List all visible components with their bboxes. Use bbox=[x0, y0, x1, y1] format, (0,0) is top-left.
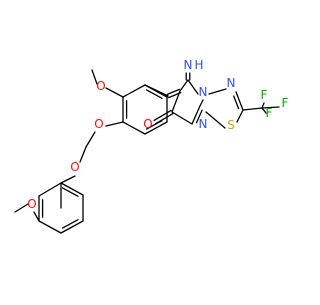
ring-nitrogen-1-label: N bbox=[199, 85, 208, 99]
bond-line bbox=[105, 121, 124, 127]
bond-line bbox=[14, 203, 29, 213]
double-bond-line bbox=[195, 109, 203, 124]
ether-oxygen-2-label: O bbox=[70, 160, 79, 174]
bond-line bbox=[60, 175, 76, 184]
double-bond-line bbox=[235, 91, 244, 111]
ring-nitrogen-2-label: N bbox=[227, 76, 236, 90]
double-bond-line bbox=[155, 112, 174, 125]
structure-diagram: N H N N N S O O O O O F F F bbox=[14, 58, 289, 234]
bond-line bbox=[171, 90, 181, 113]
double-bond-line bbox=[145, 89, 163, 100]
bond-line bbox=[205, 111, 226, 129]
bond-line bbox=[38, 182, 62, 197]
double-bond-line bbox=[233, 95, 240, 110]
bond-line bbox=[166, 95, 169, 98]
bond-line bbox=[236, 109, 244, 123]
bond-line bbox=[122, 84, 146, 98]
imine-nitrogen-label: N bbox=[184, 58, 193, 72]
double-bond-line bbox=[61, 187, 79, 198]
bond-line bbox=[79, 146, 87, 163]
bond-line bbox=[199, 99, 204, 107]
fluorine-2-label: F bbox=[282, 96, 289, 110]
bond-line bbox=[208, 88, 227, 95]
fluorine-3-label: F bbox=[266, 106, 273, 120]
bonds bbox=[14, 69, 280, 234]
bond-line bbox=[171, 111, 193, 125]
methoxy-oxygen-1-label: O bbox=[96, 79, 105, 93]
fluorine-1-label: F bbox=[261, 88, 268, 102]
bond-line bbox=[38, 220, 62, 234]
double-bond-line bbox=[61, 218, 79, 229]
double-bond-line bbox=[144, 121, 168, 135]
bond-line bbox=[187, 79, 199, 95]
bond-line bbox=[105, 87, 124, 98]
bond-line bbox=[261, 106, 280, 109]
bond-line bbox=[261, 107, 267, 114]
bond-line bbox=[242, 107, 263, 111]
ether-oxygen-1-label: O bbox=[94, 117, 103, 131]
molecule-canvas: N H N N N S O O O O O F F F bbox=[14, 58, 289, 234]
bond-line bbox=[261, 102, 265, 109]
bond-line bbox=[33, 211, 40, 222]
double-bond-line bbox=[60, 182, 84, 196]
bond-line bbox=[122, 121, 146, 135]
sulfur-label: S bbox=[227, 118, 235, 132]
double-bond-line bbox=[166, 88, 180, 95]
double-bond-line bbox=[60, 220, 84, 234]
imine-hydrogen-label: H bbox=[194, 58, 203, 72]
carbonyl-oxygen-label: O bbox=[143, 117, 152, 131]
double-bond-line bbox=[153, 109, 172, 122]
ring-nitrogen-3-label: N bbox=[199, 117, 208, 131]
bond-line bbox=[85, 131, 96, 148]
double-bond-line bbox=[144, 84, 168, 98]
bond-line bbox=[179, 79, 189, 92]
atom-labels: N H N N N S O O O O O F F F bbox=[27, 58, 288, 211]
methoxy-oxygen-2-label: O bbox=[27, 197, 36, 211]
bond-line bbox=[91, 69, 98, 85]
double-bond-line bbox=[191, 105, 201, 125]
